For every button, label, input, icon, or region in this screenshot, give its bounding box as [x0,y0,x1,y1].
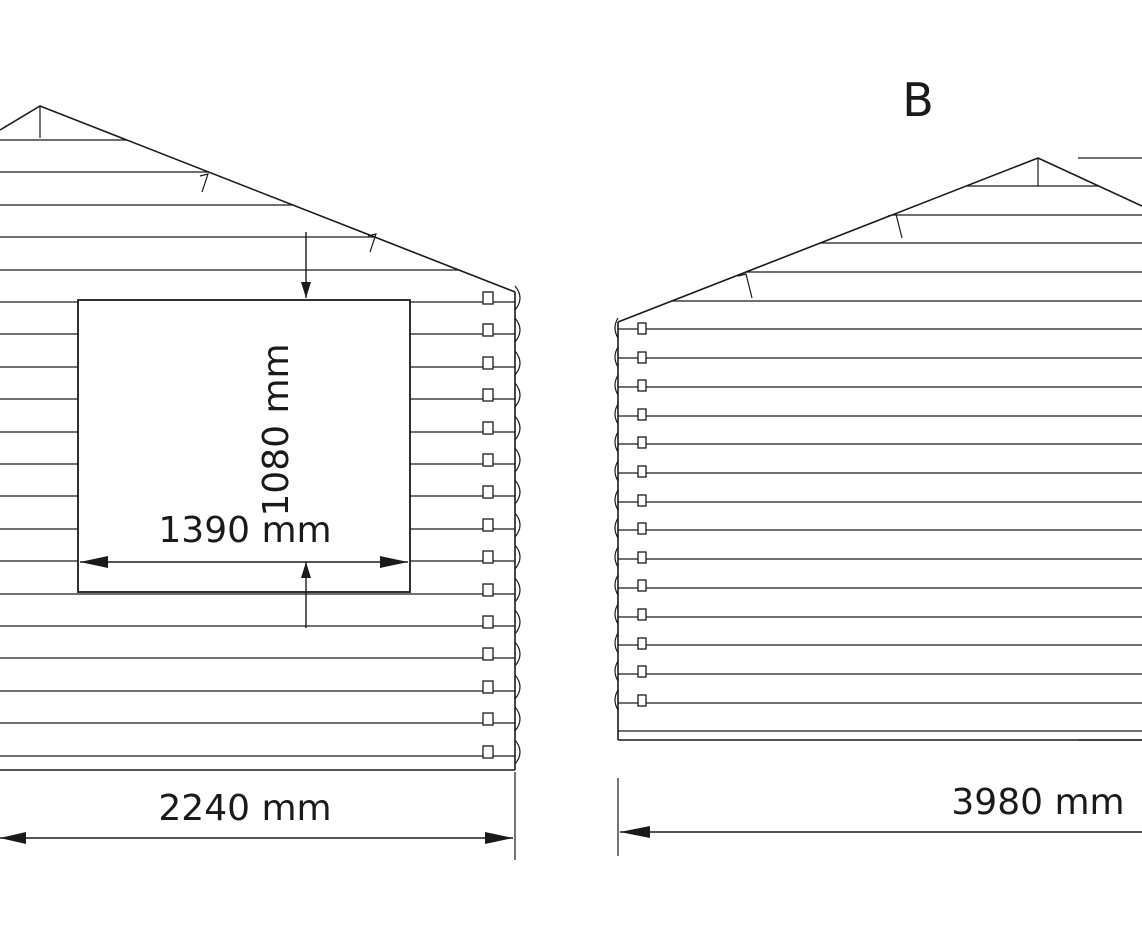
right-log-end-curve-11 [614,603,619,625]
right-corner-log-ends [614,317,647,711]
right-log-end-curve-8 [614,517,619,539]
right-log-end-curve-4 [614,403,619,425]
window-width-dim-left-arrow [80,556,108,568]
right-log-end-tab-8 [637,522,647,535]
window-width-label: 1390 mm [158,510,331,551]
left-log-end-curve-3 [514,350,521,376]
right-log-end-tab-12 [637,637,647,650]
right-log-end-curve-7 [614,489,619,511]
left-log-end-curve-7 [514,479,521,505]
left-log-end-tab-2 [482,323,494,337]
right-roof-outline [617,157,1142,323]
left-log-end-curve-13 [514,674,521,700]
left-log-end-tab-4 [482,388,494,402]
right-log-end-tab-5 [637,436,647,449]
right-log-end-curve-13 [614,660,619,682]
left-log-end-curve-15 [514,739,521,765]
left-roof-plank-joint-1 [199,173,209,193]
right-log-end-tab-7 [637,494,647,507]
left-log-end-curve-1 [514,285,521,311]
right-elevation: B 3980 mm [614,73,1142,856]
left-log-end-curve-11 [514,609,521,635]
right-log-end-tab-6 [637,465,647,478]
right-log-end-tab-11 [637,608,647,621]
right-total-width-label: 3980 mm [951,782,1124,823]
right-roof-plank-joint-1 [887,213,903,239]
left-log-end-tab-9 [482,550,494,564]
left-log-end-curve-6 [514,447,521,473]
left-log-end-curve-12 [514,641,521,667]
right-log-end-tab-10 [637,579,647,592]
window-height-dim-top-arrow [301,282,311,298]
right-log-end-tab-2 [637,351,647,364]
left-log-end-tab-12 [482,647,494,661]
right-total-width-dim-left-arrow [620,826,650,838]
right-log-end-tab-3 [637,379,647,392]
left-log-end-curve-14 [514,706,521,732]
right-log-end-curve-10 [614,574,619,596]
right-log-end-curve-6 [614,460,619,482]
left-log-end-tab-3 [482,356,494,370]
right-log-end-tab-13 [637,665,647,678]
right-log-end-curve-2 [614,346,619,368]
right-log-end-tab-9 [637,551,647,564]
left-log-end-tab-10 [482,583,494,597]
left-corner-log-ends [482,285,521,765]
left-log-end-curve-9 [514,544,521,570]
left-log-end-curve-2 [514,317,521,343]
left-log-end-tab-6 [482,453,494,467]
left-log-end-curve-5 [514,415,521,441]
right-log-end-curve-5 [614,431,619,453]
left-log-end-tab-8 [482,518,494,532]
window-height-label: 1080 mm [256,343,297,516]
right-log-end-tab-14 [637,694,647,707]
left-elevation: 1080 mm 1390 mm 2240 mm [0,105,521,860]
left-total-width-label: 2240 mm [158,788,331,829]
right-log-end-tab-1 [637,322,647,335]
right-log-end-curve-1 [614,317,619,339]
right-log-end-curve-14 [614,689,619,711]
left-log-end-tab-11 [482,615,494,629]
view-b-label: B [902,73,934,127]
window-opening [77,299,411,593]
left-log-end-tab-7 [482,485,494,499]
left-log-end-tab-14 [482,712,494,726]
left-log-end-curve-10 [514,577,521,603]
left-roof-plank-joint-2 [367,233,377,253]
window-height-dim-bottom-arrow [301,562,311,578]
window-width-dim-right-arrow [380,556,408,568]
left-log-end-tab-1 [482,291,494,305]
right-log-end-curve-3 [614,374,619,396]
right-log-end-curve-12 [614,632,619,654]
left-total-width-dim-left-arrow [0,832,26,844]
left-log-end-tab-15 [482,745,494,759]
left-log-end-curve-8 [514,512,521,538]
left-log-end-tab-5 [482,421,494,435]
left-log-end-tab-13 [482,680,494,694]
right-log-end-curve-9 [614,546,619,568]
left-total-width-dim-right-arrow [485,832,513,844]
right-roof-plank-joint-2 [737,273,753,299]
left-roof-outline [0,105,516,293]
left-log-end-curve-4 [514,382,521,408]
right-log-courses [618,185,1142,741]
right-log-end-tab-4 [637,408,647,421]
